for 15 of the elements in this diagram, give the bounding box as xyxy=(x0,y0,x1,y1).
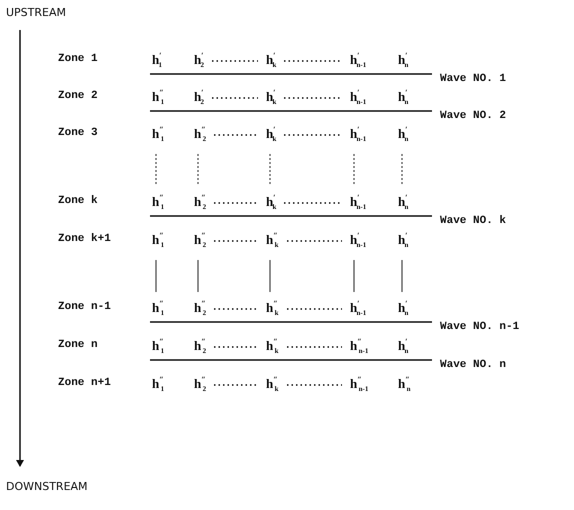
zone-label: Zone 1 xyxy=(58,52,98,66)
wave-label: Wave NO. n-1 xyxy=(440,320,520,334)
wave-label: Wave NO. 2 xyxy=(440,109,506,123)
zone-label: Zone n xyxy=(58,338,98,352)
zone-label: Zone 3 xyxy=(58,126,98,140)
zone-label: Zone 2 xyxy=(58,89,98,103)
zone-label: Zone n+1 xyxy=(58,376,111,390)
wave-label: Wave NO. k xyxy=(440,214,506,228)
wave-label: Wave NO. 1 xyxy=(440,72,506,86)
wave-label: Wave NO. n xyxy=(440,358,506,372)
zone-label: Zone k+1 xyxy=(58,232,111,246)
direction-label: DOWNSTREAM xyxy=(6,480,88,494)
zone-label: Zone n-1 xyxy=(58,300,111,314)
zone-label: Zone k xyxy=(58,194,98,208)
direction-label: UPSTREAM xyxy=(6,6,66,20)
